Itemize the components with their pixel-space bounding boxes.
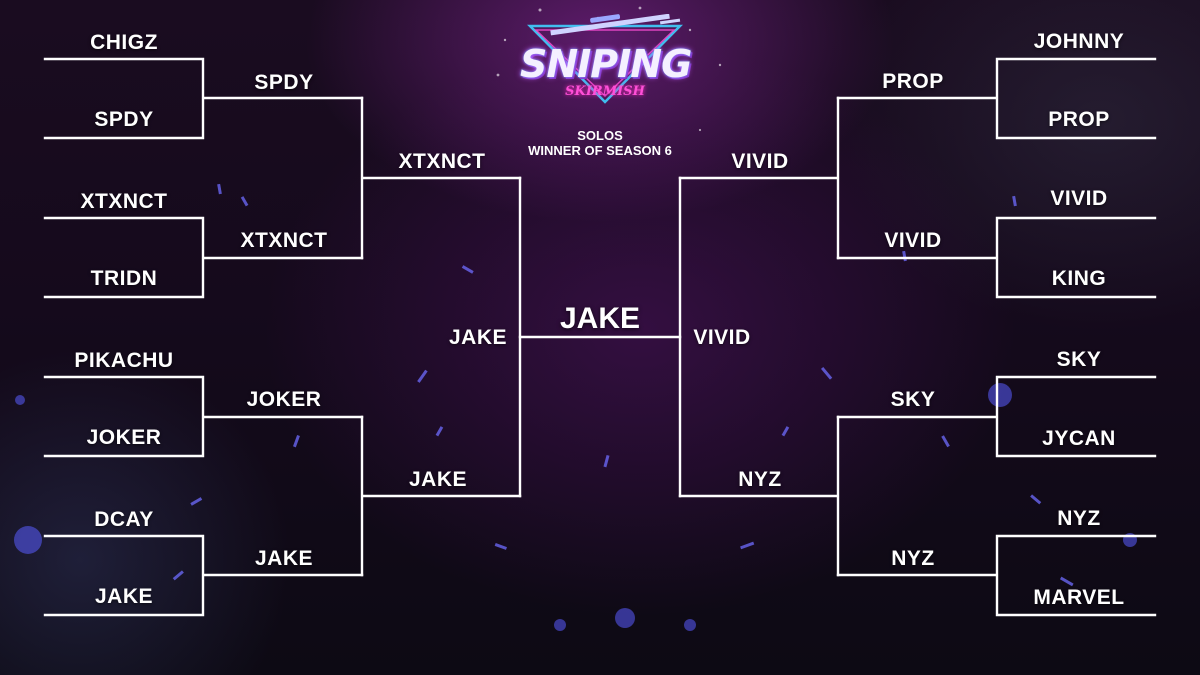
right-r1-connector-1 [836,57,1157,140]
left-r2-player-2: XTXNCT [240,229,328,252]
champion-name: JAKE [559,302,641,335]
left-r2-player-4: JAKE [254,547,314,570]
left-finalist: JAKE [448,326,508,349]
left-r1-player-7: DCAY [94,508,154,531]
right-r1-player-6: JYCAN [1042,427,1116,450]
left-r1-connector-1 [43,57,364,140]
right-r1-connector-3 [836,375,1157,458]
right-r1-player-2: PROP [1048,108,1110,131]
right-r2-player-3: SKY [890,388,936,411]
left-r2-connector-2 [360,415,522,577]
event-caption: WINNER OF SEASON 6 [528,143,672,158]
right-r1-connector-2 [836,216,1157,299]
event-mode: SOLOS [577,128,623,143]
right-r3-player-2: NYZ [738,468,782,491]
left-r3-player-2: JAKE [408,468,468,491]
right-r2-player-2: VIVID [884,229,942,252]
logo-subtitle: SKIRMISH [565,84,645,99]
right-r1-player-3: VIVID [1050,187,1108,210]
left-r1-connector-3 [43,375,364,458]
right-r1-connector-4 [836,534,1157,617]
left-r1-player-2: SPDY [94,108,154,131]
right-finalist: VIVID [693,326,751,349]
right-r1-player-5: SKY [1056,348,1102,371]
right-r2-player-4: NYZ [891,547,935,570]
left-r1-player-3: XTXNCT [80,190,168,213]
right-r3-player-1: VIVID [731,150,789,173]
logo-title: SNIPING [520,42,692,86]
right-r1-player-4: KING [1051,267,1107,290]
right-r2-connector-1 [678,96,840,260]
right-r1-player-8: MARVEL [1033,586,1125,609]
left-r1-connector-4 [43,534,364,617]
right-r2-player-1: PROP [882,70,944,93]
right-r1-player-7: NYZ [1057,507,1101,530]
left-r1-player-5: PIKACHU [74,349,174,372]
left-r1-connector-2 [43,216,364,299]
rifle-icon [550,14,681,36]
left-r2-player-1: SPDY [254,71,314,94]
left-r1-player-6: JOKER [86,426,162,449]
left-r3-player-1: XTXNCT [398,150,486,173]
left-r1-player-1: CHIGZ [90,31,158,54]
right-r2-connector-2 [678,415,840,577]
left-r2-connector-1 [360,96,522,260]
left-r2-player-3: JOKER [246,388,322,411]
logo-triangle-icon [527,14,683,104]
left-r1-player-4: TRIDN [90,267,158,290]
right-r1-player-1: JOHNNY [1033,30,1125,53]
left-r1-player-8: JAKE [94,585,154,608]
sniping-skirmish-logo: SNIPING SKIRMISH [520,14,692,104]
